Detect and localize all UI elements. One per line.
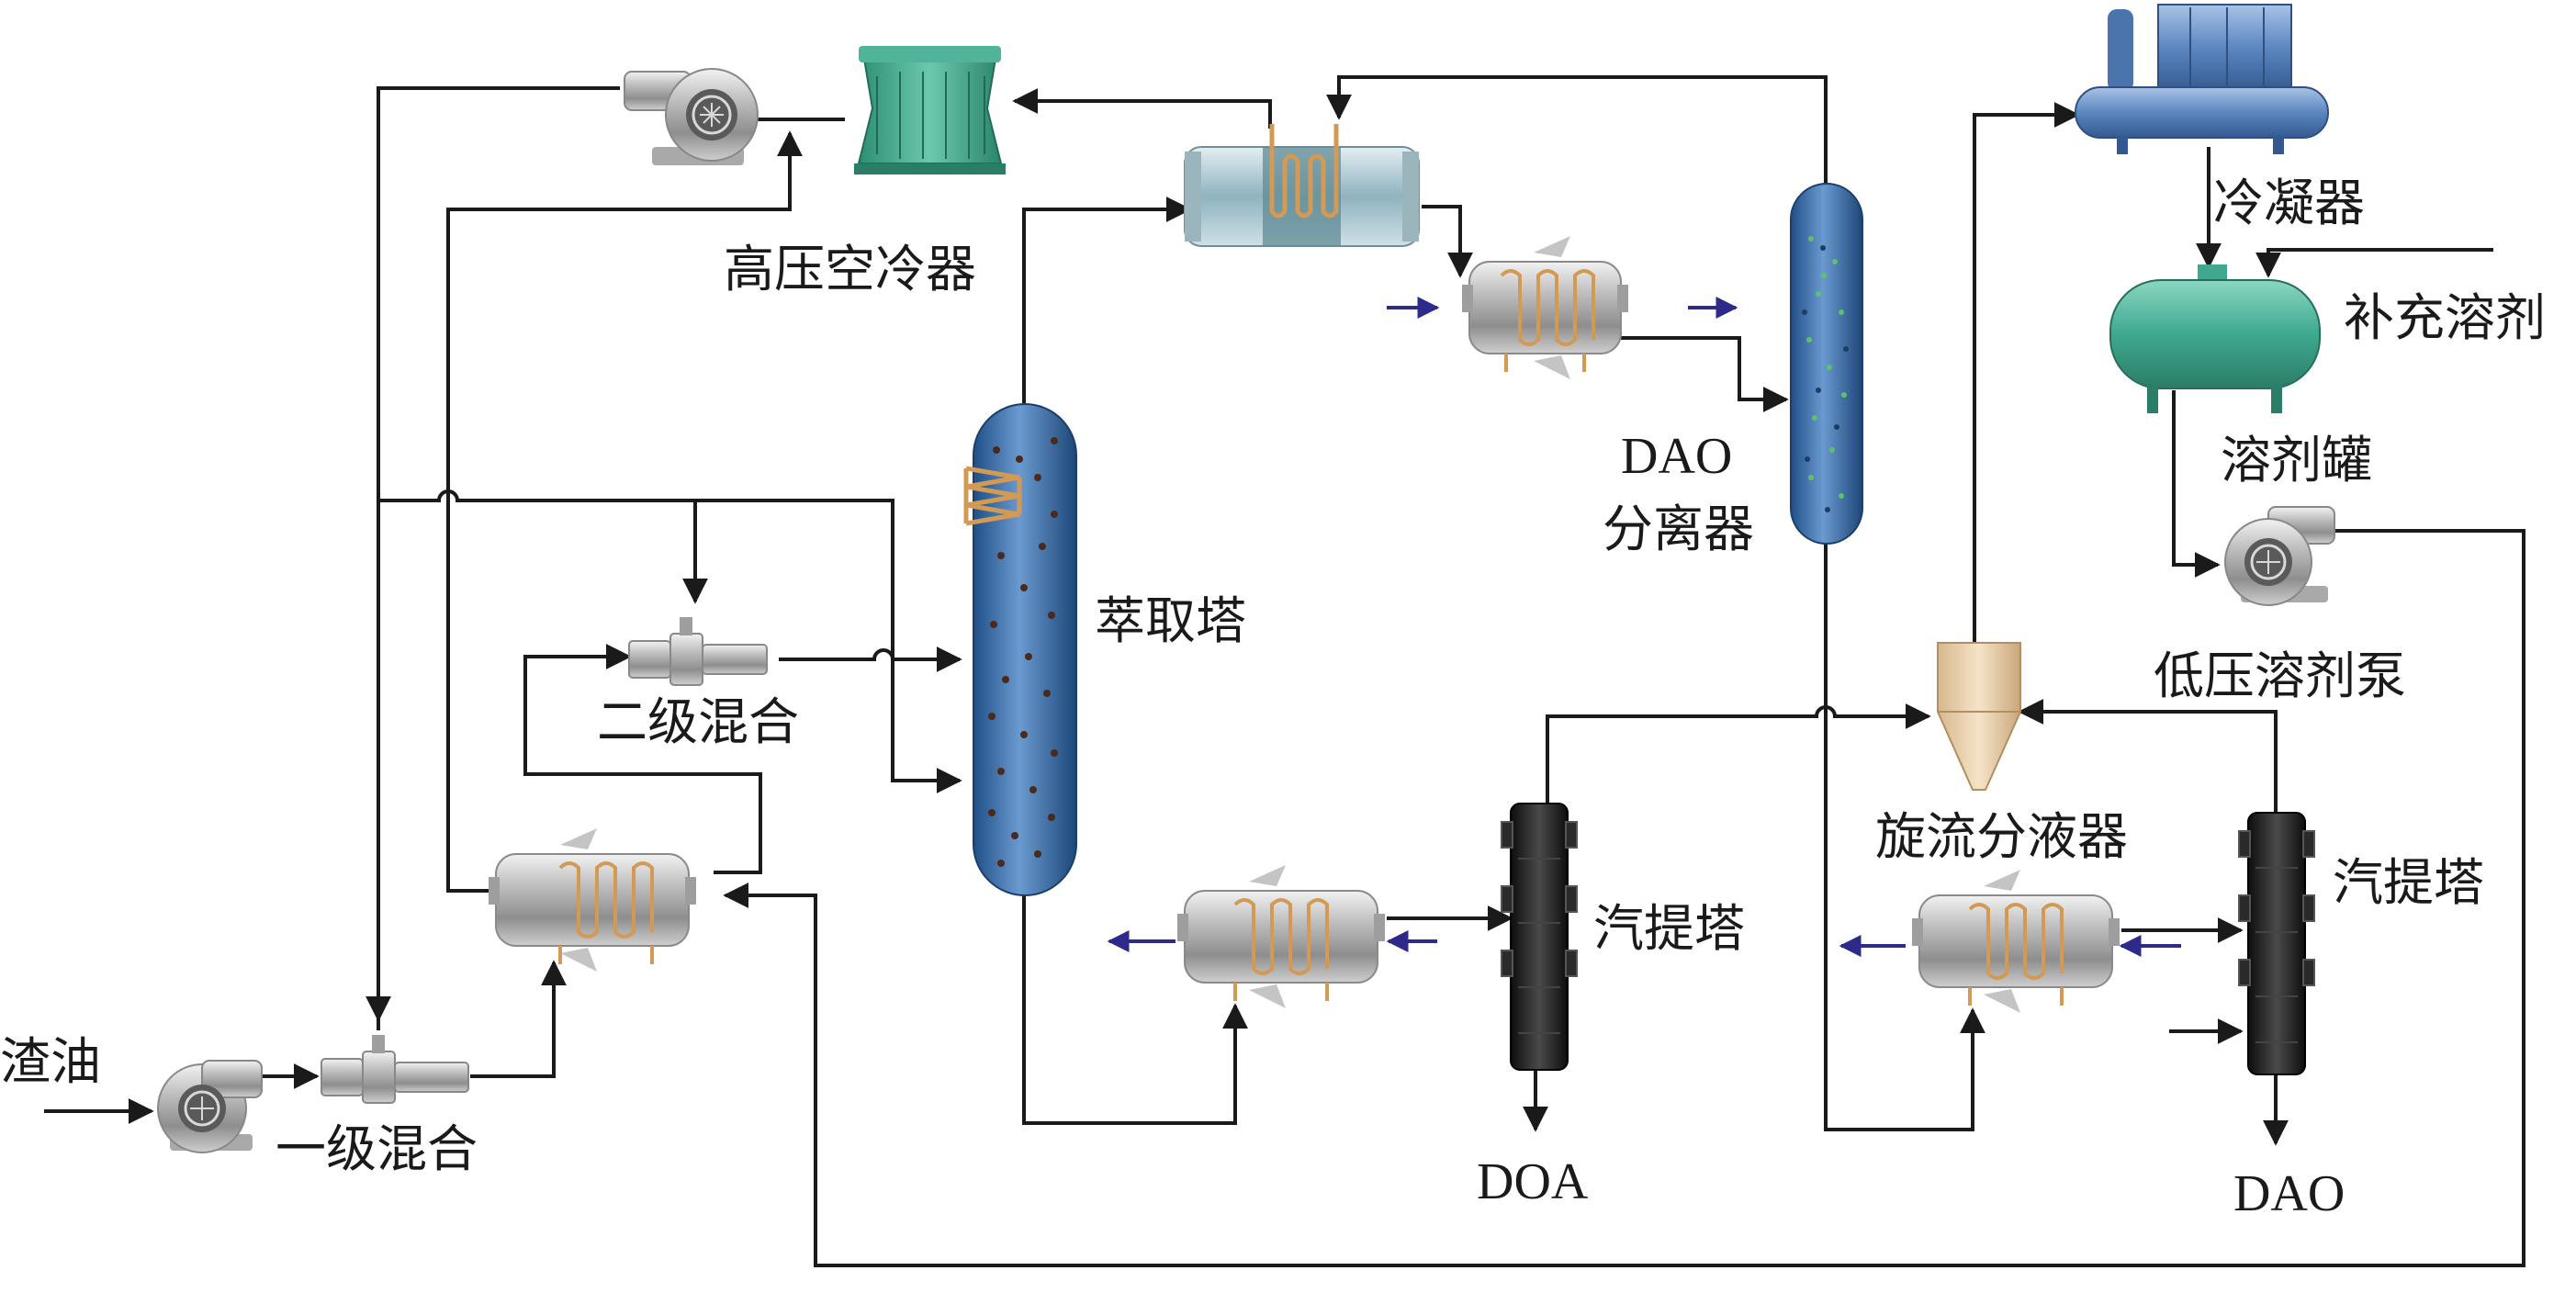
label-dao-separator-line1: DAO — [1621, 428, 1732, 485]
label-stripper-right: 汽提塔 — [2333, 853, 2484, 912]
feed-heat-exchanger-icon — [489, 828, 696, 972]
diagram-labels: 高压空冷器 冷凝器 补充溶剂 溶剂罐 DAO 分离器 萃取塔 低压溶剂泵 二级混… — [0, 174, 2546, 1222]
pipe-mixer-to-column — [779, 646, 962, 672]
stripper-column-right-icon — [2238, 812, 2315, 1075]
label-makeup-solvent: 补充溶剂 — [2344, 288, 2546, 347]
high-pressure-air-cooler-icon — [1184, 124, 1420, 247]
pipe-cooler-to-exchanger — [1422, 205, 1473, 278]
label-high-pressure-air-cooler: 高压空冷器 — [724, 240, 976, 298]
pipe-header-to-column — [378, 489, 962, 793]
label-extraction-tower: 萃取塔 — [1095, 591, 1246, 650]
label-secondary-mixing: 二级混合 — [597, 692, 799, 751]
secondary-static-mixer-icon — [628, 617, 768, 686]
pipe-tank-to-pump — [2172, 390, 2221, 578]
label-residue-oil: 渣油 — [0, 1032, 101, 1091]
shell-tube-heat-exchanger-icon — [1462, 236, 1628, 379]
primary-static-mixer-icon — [321, 1035, 469, 1104]
pipe-makeup-solvent — [2255, 248, 2493, 278]
pipe-stripper-right-to-cyclone — [2018, 699, 2278, 813]
stripper-column-left-icon — [1501, 803, 1578, 1071]
label-condenser: 冷凝器 — [2213, 174, 2365, 232]
extraction-tower-icon — [963, 403, 1077, 896]
pipe-column-to-cooler — [1022, 197, 1192, 404]
label-cyclone-separator: 旋流分液器 — [1875, 807, 2128, 866]
pipe-exchanger-to-separator — [1618, 336, 1789, 412]
pipe-exchanger-to-tower — [446, 130, 803, 893]
label-low-pressure-solvent-pump: 低压溶剂泵 — [2154, 646, 2406, 705]
pipe-cooler-to-tower — [1012, 88, 1272, 129]
low-pressure-pump-icon — [2224, 506, 2335, 606]
pipe-stripper-to-cyclone — [1546, 703, 1931, 808]
heat-medium-arrows — [1107, 297, 2181, 957]
compressor-icon — [2075, 4, 2329, 154]
pipe-exchanger-loop — [523, 644, 762, 874]
pipe-column-bottom — [1022, 895, 1248, 1125]
label-solvent-tank: 溶剂罐 — [2221, 431, 2372, 489]
pipe-separator-bottom — [1824, 542, 1985, 1131]
cooling-tower-icon — [854, 46, 1006, 174]
centrifugal-pump-icon — [624, 68, 759, 165]
pipe-cyclone-to-compressor — [1973, 102, 2080, 643]
label-dao-separator-line2: 分离器 — [1603, 500, 1754, 558]
label-dao-output: DAO — [2233, 1165, 2345, 1222]
process-piping — [44, 75, 2525, 1267]
label-primary-mixing: 一级混合 — [276, 1119, 478, 1178]
pipe-mixer-to-exchanger — [470, 960, 567, 1078]
label-doa-output: DOA — [1477, 1153, 1589, 1210]
solvent-tank-icon — [2109, 264, 2321, 413]
cyclone-separator-icon — [1937, 642, 2021, 791]
pipe-solvent-return — [723, 529, 2525, 1267]
residue-feed-pump-icon — [157, 1060, 263, 1153]
dao-separator-column-icon — [1790, 183, 1863, 545]
extract-heat-exchanger-icon — [1912, 870, 2120, 1013]
label-stripper-left: 汽提塔 — [1593, 899, 1745, 958]
pipe-separator-to-cooler — [1326, 75, 1828, 184]
pipe-top-left-riser — [377, 86, 620, 1030]
raffinate-heat-exchanger-icon — [1177, 865, 1385, 1008]
